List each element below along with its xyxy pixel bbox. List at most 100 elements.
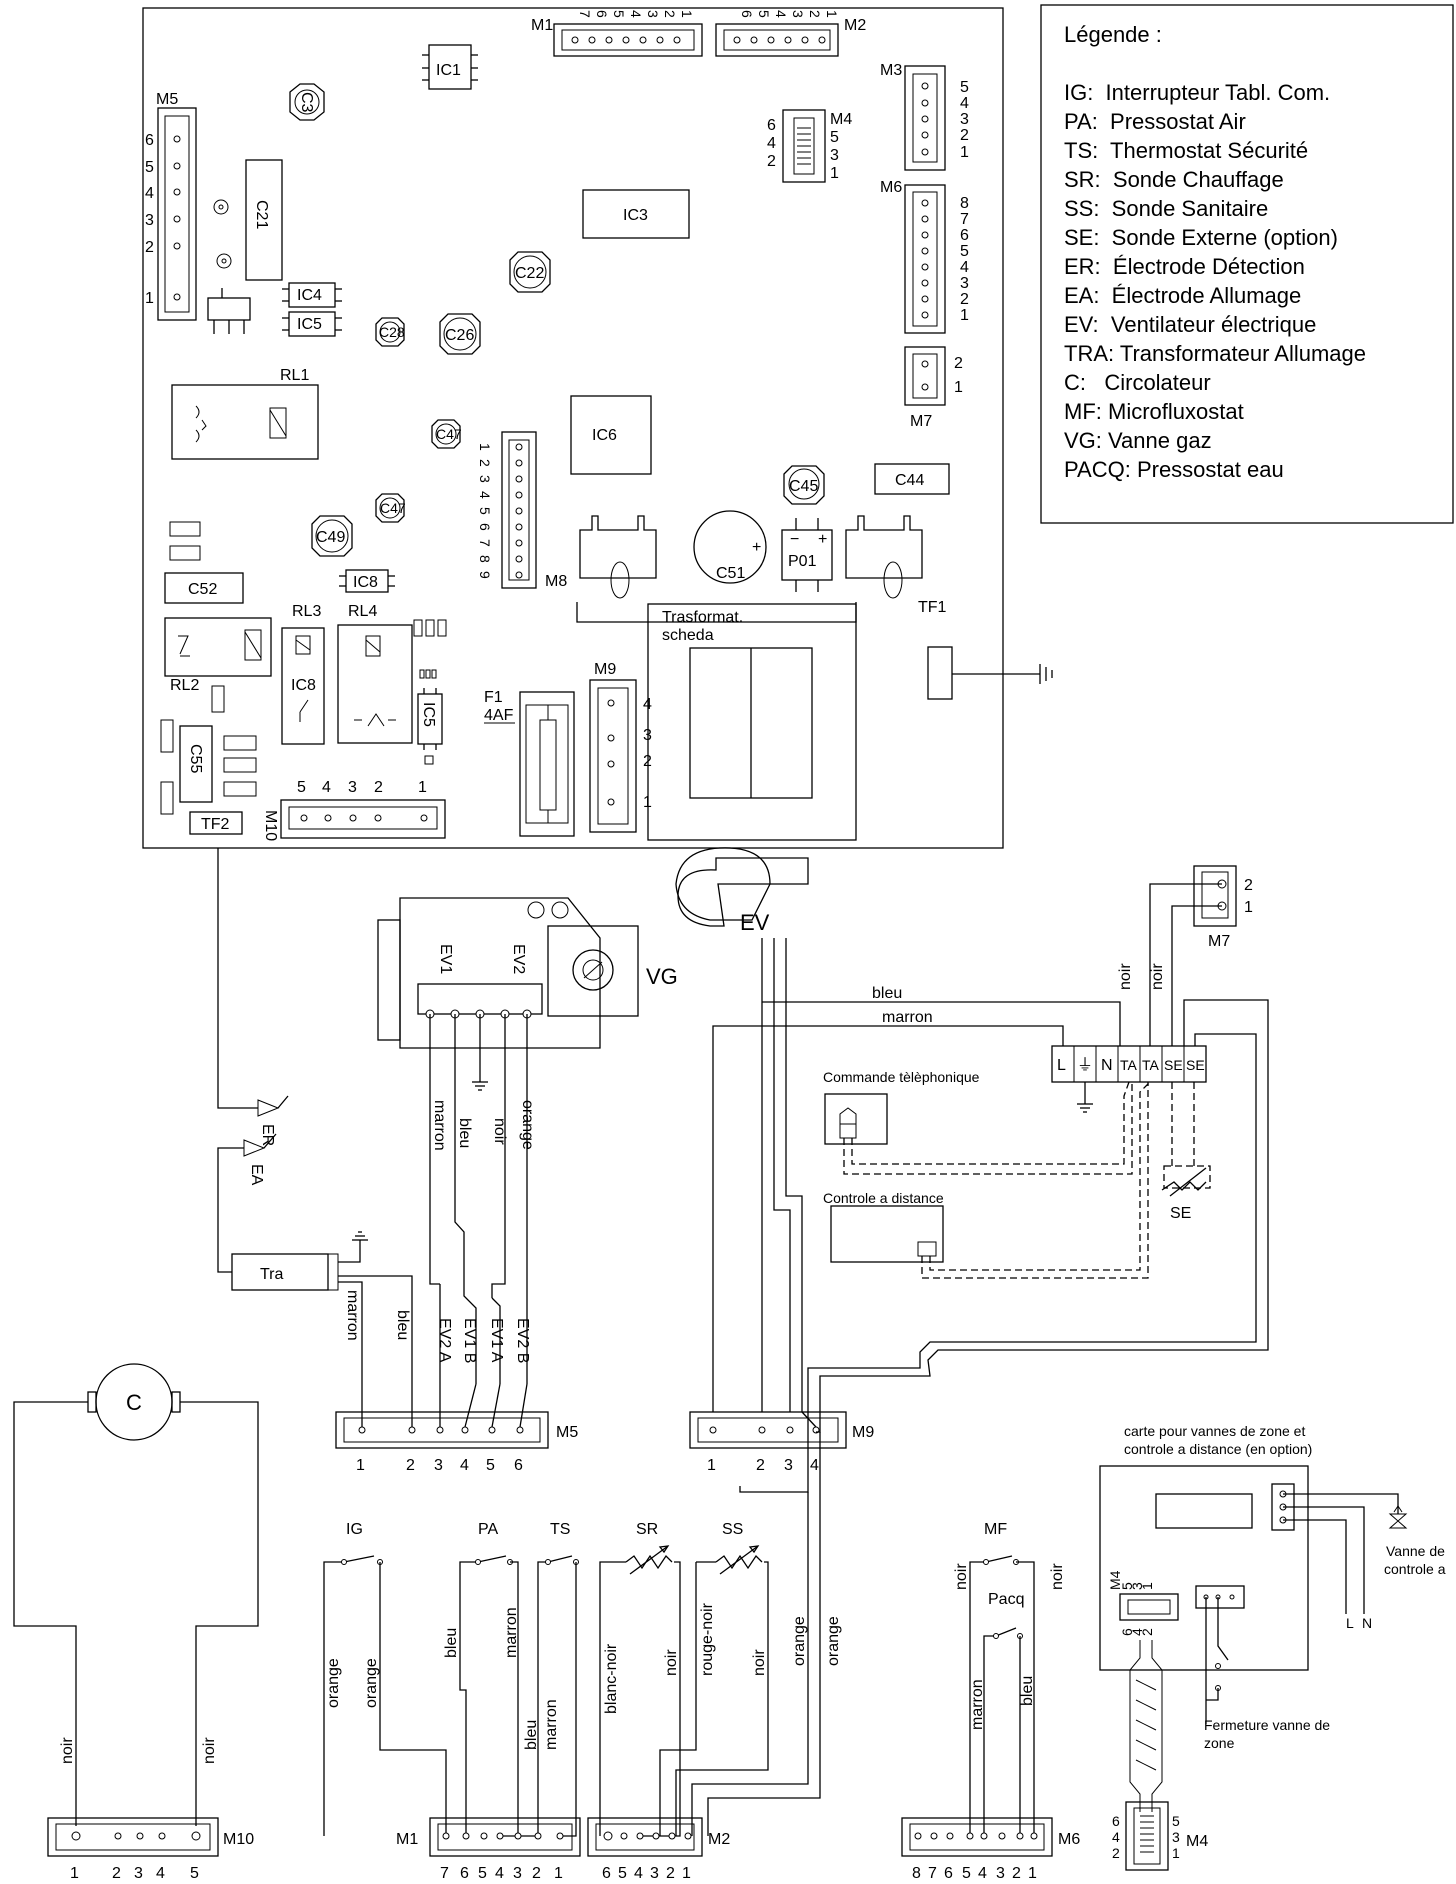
harness-connector-m4: 6 4 2 5 3 1 M4 xyxy=(1112,1801,1208,1871)
component-label: C47 xyxy=(380,500,406,516)
board-connector-m1: M1 7 6 5 4 3 2 1 xyxy=(531,10,703,57)
legend-item: PACQ: Pressostat eau xyxy=(1064,457,1284,482)
legend-item: VG: Vanne gaz xyxy=(1064,428,1212,453)
pin-label: 9 xyxy=(477,571,493,579)
pin-label: 1 xyxy=(824,10,840,18)
wire-label: EV1 A xyxy=(488,1318,505,1363)
pin-label: 2 xyxy=(960,127,969,144)
pin-label: 6 xyxy=(477,523,493,531)
se-wiring xyxy=(739,999,1269,1493)
pin-label: 5 xyxy=(478,1865,487,1882)
device-label: ER xyxy=(259,1124,276,1146)
wire-label: noir xyxy=(59,1737,76,1764)
wire-label: marron xyxy=(543,1699,560,1750)
device-label: Vanne de xyxy=(1386,1543,1445,1559)
test-point xyxy=(213,199,229,215)
sonde-externe-se: SE xyxy=(1161,1082,1211,1222)
ic5-chip: IC5 xyxy=(417,688,443,750)
board-connector-m8: M8 1 2 3 4 5 6 7 8 9 xyxy=(477,431,567,590)
pin-label: 3 xyxy=(134,1865,143,1882)
board-connector-m6: M6 8 7 6 5 4 3 2 1 xyxy=(880,179,969,334)
fan-ev: EV xyxy=(675,847,809,1002)
pin-label: 7 xyxy=(477,539,493,547)
pin-label: 7 xyxy=(960,211,969,228)
pin-label: 5 xyxy=(960,79,969,96)
switch-ig: IG orange orange xyxy=(323,1521,447,1836)
pin-label: 3 xyxy=(784,1457,793,1474)
legend-item: SR: Sonde Chauffage xyxy=(1064,167,1284,192)
relay-rl2: RL2 xyxy=(164,617,272,694)
pin-label: 4 xyxy=(628,10,644,18)
legend-item: C: Circolateur xyxy=(1064,370,1211,395)
pin-label: 2 xyxy=(145,239,154,256)
harness-connector-m9: M9 1 2 3 4 xyxy=(689,1411,874,1474)
board-outline xyxy=(142,7,1004,849)
device-label: N xyxy=(1362,1615,1372,1631)
pin-label: 6 xyxy=(594,10,610,18)
ic1-chip: IC1 xyxy=(422,44,478,90)
smd-part xyxy=(413,619,423,637)
component-label: C52 xyxy=(188,581,217,598)
pin-label: 6 xyxy=(739,10,755,18)
wire-label: bleu xyxy=(1019,1676,1036,1706)
vg-wiring: marron bleu noir orange EV2 A EV1 B EV1 … xyxy=(429,1014,536,1384)
pin-label: 1 xyxy=(145,290,154,307)
pin-label: 5 xyxy=(1172,1813,1180,1829)
terminal-label: SE xyxy=(1186,1057,1205,1073)
pin-label: 4 xyxy=(477,491,493,499)
pin-label: 4 xyxy=(1112,1829,1120,1845)
pin-label: 5 xyxy=(477,507,493,515)
harness-connector-m10: M10 1 2 3 4 5 xyxy=(47,1817,254,1882)
orange-wiring: orange orange xyxy=(691,1432,842,1836)
pin-label: 6 xyxy=(960,227,969,244)
pin-label: 1 xyxy=(682,1865,691,1882)
pin-label: 1 xyxy=(418,779,427,796)
test-point xyxy=(216,253,232,269)
pin-label: 3 xyxy=(996,1865,1005,1882)
terminal-label: ⏚ xyxy=(1077,1056,1093,1074)
smd-part xyxy=(169,521,201,537)
pin-label: 2 xyxy=(767,153,776,170)
regulator xyxy=(207,288,251,334)
pin-label: 5 xyxy=(756,10,772,18)
wire-label: marron xyxy=(344,1290,361,1341)
pin-label: 2 xyxy=(756,1457,765,1474)
device-label: controle a xyxy=(1384,1561,1446,1577)
pin-label: 4 xyxy=(460,1457,469,1474)
pin-label: 2 xyxy=(1112,1845,1120,1861)
component-label: C28 xyxy=(379,324,405,340)
wire-label: orange xyxy=(325,1658,342,1708)
terminal-label: TA xyxy=(1120,1057,1138,1073)
wire-label: blanc-noir xyxy=(603,1643,620,1714)
wire-label: noir xyxy=(201,1737,218,1764)
pin-label: 3 xyxy=(790,10,806,18)
pin-label: 2 xyxy=(807,10,823,18)
pin-label: 4 xyxy=(978,1865,987,1882)
capacitor-c3: C3 xyxy=(289,83,325,121)
capacitor-c47: C47 xyxy=(431,419,462,449)
pin-label: 7 xyxy=(928,1865,937,1882)
capacitor-c26: C26 xyxy=(439,313,481,355)
device-label: Commande tèlèphonique xyxy=(823,1069,980,1085)
connector-label: M4 xyxy=(1186,1833,1208,1850)
pin-label: 1 xyxy=(960,307,969,324)
sonde-sr: SR blanc-noir noir xyxy=(599,1521,681,1837)
wire-label: rouge-noir xyxy=(699,1602,716,1676)
terminal-label: TA xyxy=(1142,1057,1160,1073)
device-label: IG xyxy=(346,1521,363,1538)
pin-label: 1 xyxy=(1244,899,1253,916)
pin-label: 2 xyxy=(1012,1865,1021,1882)
device-label: Controle a distance xyxy=(823,1190,944,1206)
wire-label: bleu xyxy=(456,1118,473,1148)
wire-label: marron xyxy=(882,1009,933,1026)
pin-label: 4 xyxy=(810,1457,819,1474)
wire-label: noir xyxy=(1049,1563,1066,1590)
component-label: 4AF xyxy=(484,707,514,724)
pin-label: 6 xyxy=(514,1457,523,1474)
pin-label: 2 xyxy=(374,779,383,796)
connector-label: M1 xyxy=(396,1831,418,1848)
board-transformer: Trasformat. scheda xyxy=(576,515,923,841)
component-label: IC8 xyxy=(291,677,316,694)
device-label: EV xyxy=(740,910,770,935)
fuse-f1: F1 4AF xyxy=(484,689,575,837)
